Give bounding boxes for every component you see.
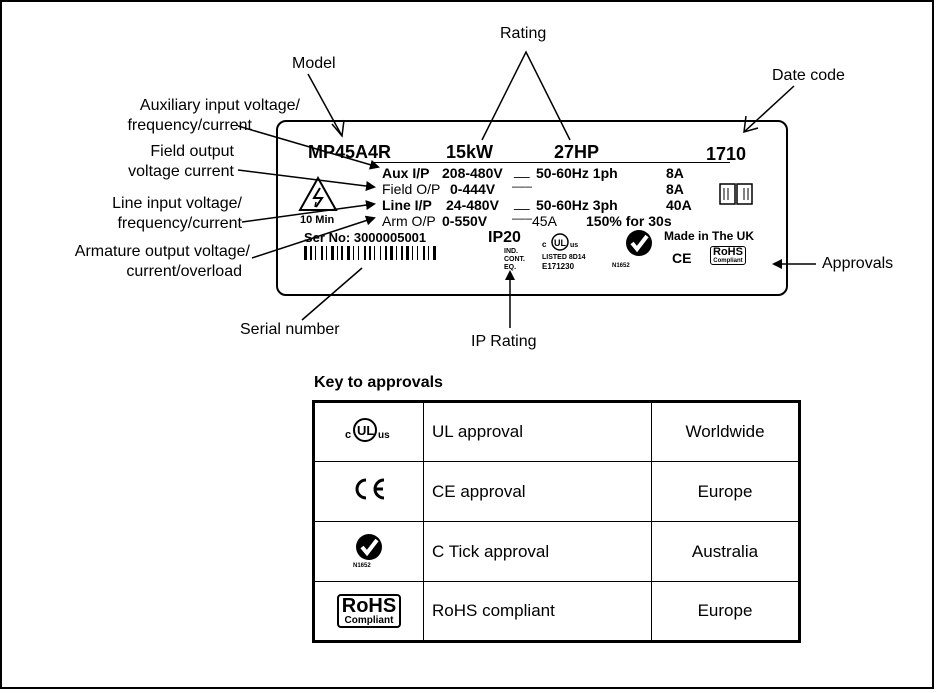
- ul-icon: c UL us: [345, 417, 390, 442]
- callout-date-code: Date code: [772, 67, 845, 84]
- svg-text:us: us: [378, 430, 390, 441]
- plate-warning-time: 10 Min: [300, 214, 335, 226]
- plate-made-in: Made in The UK: [664, 229, 755, 243]
- ce-icon-cell: [313, 461, 424, 522]
- svg-text:c: c: [542, 240, 547, 249]
- callout-model: Model: [292, 55, 336, 72]
- approval-region: Europe: [651, 461, 800, 522]
- manual-book-icon: [719, 183, 753, 205]
- table-row: c UL us UL approval Worldwide: [313, 401, 800, 462]
- ce-icon: [355, 478, 385, 500]
- approval-region: Worldwide: [651, 401, 800, 462]
- rohs-mark: RoHS: [341, 595, 397, 617]
- plate-field-voltage: 0-444V: [450, 181, 496, 197]
- callout-rating: Rating: [500, 25, 547, 42]
- svg-text:c: c: [345, 429, 351, 441]
- approval-name: C Tick approval: [423, 521, 652, 582]
- ul-icon: c UL us: [542, 233, 578, 251]
- plate-ctick-code: N1652: [612, 263, 630, 269]
- callout-serial-number: Serial number: [240, 321, 340, 338]
- callout-aux-line1: Auxiliary input voltage/: [139, 97, 300, 114]
- ac-symbol: __: [514, 162, 530, 178]
- approval-name: CE approval: [423, 461, 652, 522]
- plate-arm-voltage: 0-550V: [442, 213, 488, 229]
- callout-field-line2: voltage current: [128, 163, 234, 180]
- approval-region: Australia: [651, 521, 800, 582]
- table-row: N1652 C Tick approval Australia: [313, 521, 800, 582]
- plate-arm-label: Arm O/P: [382, 213, 436, 229]
- table-row: CE approval Europe: [313, 461, 800, 522]
- ul-icon-cell: c UL us: [313, 401, 424, 462]
- dc-symbol-arm: ‒‒‒: [512, 211, 533, 225]
- ctick-icon: [356, 533, 382, 560]
- plate-line-voltage: 24-480V: [446, 197, 499, 213]
- callout-aux-line2: frequency/current: [127, 117, 252, 134]
- plate-rohs-sub: Compliant: [713, 258, 743, 264]
- callout-line-line1: Line input voltage/: [112, 195, 242, 212]
- plate-kw: 15kW: [446, 142, 494, 162]
- plate-serial: Ser No: 3000005001: [304, 230, 427, 245]
- ctick-icon-cell: N1652: [313, 521, 424, 582]
- callout-approvals: Approvals: [822, 255, 894, 272]
- callout-arm-line2: current/overload: [126, 263, 242, 280]
- plate-field-current: 8A: [666, 181, 684, 197]
- ac-symbol-line: __: [514, 194, 530, 210]
- rohs-icon: RoHS Compliant: [336, 594, 402, 628]
- plate-ip: IP20: [488, 229, 521, 246]
- plate-divider: [374, 162, 730, 163]
- callout-field-line1: Field output: [150, 143, 234, 160]
- svg-text:us: us: [570, 242, 578, 249]
- barcode: [304, 246, 436, 260]
- plate-ul-file: E171230: [542, 262, 575, 271]
- rohs-icon-cell: RoHS Compliant: [313, 581, 424, 642]
- callout-ip-rating: IP Rating: [471, 333, 537, 350]
- plate-line-current: 40A: [666, 197, 692, 213]
- callout-arm-line1: Armature output voltage/: [74, 243, 250, 260]
- high-voltage-warning-icon: [298, 176, 338, 211]
- rating-plate: MP45A4R 15kW 27HP 1710 Aux I/P 208-480V …: [276, 120, 788, 296]
- plate-ce: CE: [672, 250, 692, 266]
- table-row: RoHS Compliant RoHS compliant Europe: [313, 581, 800, 642]
- approval-region: Europe: [651, 581, 800, 642]
- svg-text:UL: UL: [554, 238, 566, 248]
- plate-aux-current: 8A: [666, 165, 684, 181]
- svg-text:UL: UL: [357, 423, 374, 438]
- plate-aux-voltage: 208-480V: [442, 165, 503, 181]
- callout-line-line2: frequency/current: [117, 215, 242, 232]
- key-title: Key to approvals: [314, 374, 443, 391]
- plate-aux-freq: 50-60Hz 1ph: [536, 165, 618, 181]
- plate-rohs: RoHS: [713, 246, 743, 258]
- plate-aux-label: Aux I/P: [382, 165, 430, 181]
- ctick-icon: [626, 230, 652, 256]
- dc-symbol: ‒‒‒: [512, 179, 533, 193]
- plate-arm-overload: 150% for 30s: [586, 213, 672, 229]
- approval-name: RoHS compliant: [423, 581, 652, 642]
- rohs-icon: RoHS Compliant: [710, 246, 746, 267]
- plate-field-label: Field O/P: [382, 181, 441, 197]
- ctick-code: N1652: [353, 562, 371, 569]
- approvals-table: c UL us UL approval Worldwide CE approva…: [312, 400, 801, 643]
- plate-ul-text: IND. CONT. EQ.: [504, 248, 525, 271]
- plate-line-label: Line I/P: [382, 197, 432, 213]
- plate-ul-listed: LISTED 8D14: [542, 254, 586, 261]
- plate-hp: 27HP: [554, 142, 600, 162]
- plate-date-code: 1710: [706, 144, 747, 164]
- rohs-mark-sub: Compliant: [344, 615, 394, 626]
- plate-line-freq: 50-60Hz 3ph: [536, 197, 618, 213]
- approval-name: UL approval: [423, 401, 652, 462]
- plate-arm-current: 45A: [532, 213, 557, 229]
- plate-model: MP45A4R: [308, 142, 392, 162]
